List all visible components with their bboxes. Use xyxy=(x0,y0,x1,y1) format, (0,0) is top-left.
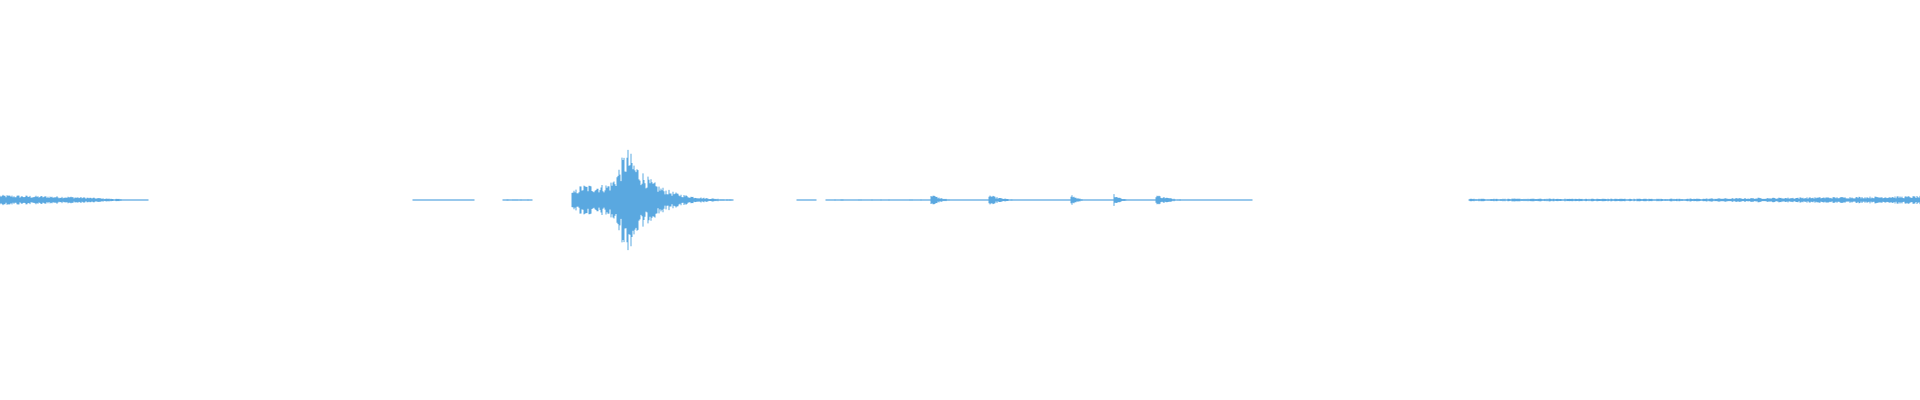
waveform-segment-0 xyxy=(0,194,149,206)
waveform-segment-4 xyxy=(796,199,817,201)
waveform-segment-11 xyxy=(1468,198,1691,202)
waveform-segment-1 xyxy=(412,199,475,201)
waveform-segment-2 xyxy=(502,199,533,201)
waveform-segment-10 xyxy=(1155,195,1253,205)
waveform-segment-8 xyxy=(1070,195,1115,205)
waveform-segment-6 xyxy=(930,195,990,205)
waveform-segment-7 xyxy=(988,195,1072,205)
waveform-segment-3 xyxy=(571,149,734,251)
waveform-segment-12 xyxy=(1689,195,1920,205)
waveform-segment-9 xyxy=(1113,194,1157,206)
waveform-segment-5 xyxy=(825,199,932,201)
